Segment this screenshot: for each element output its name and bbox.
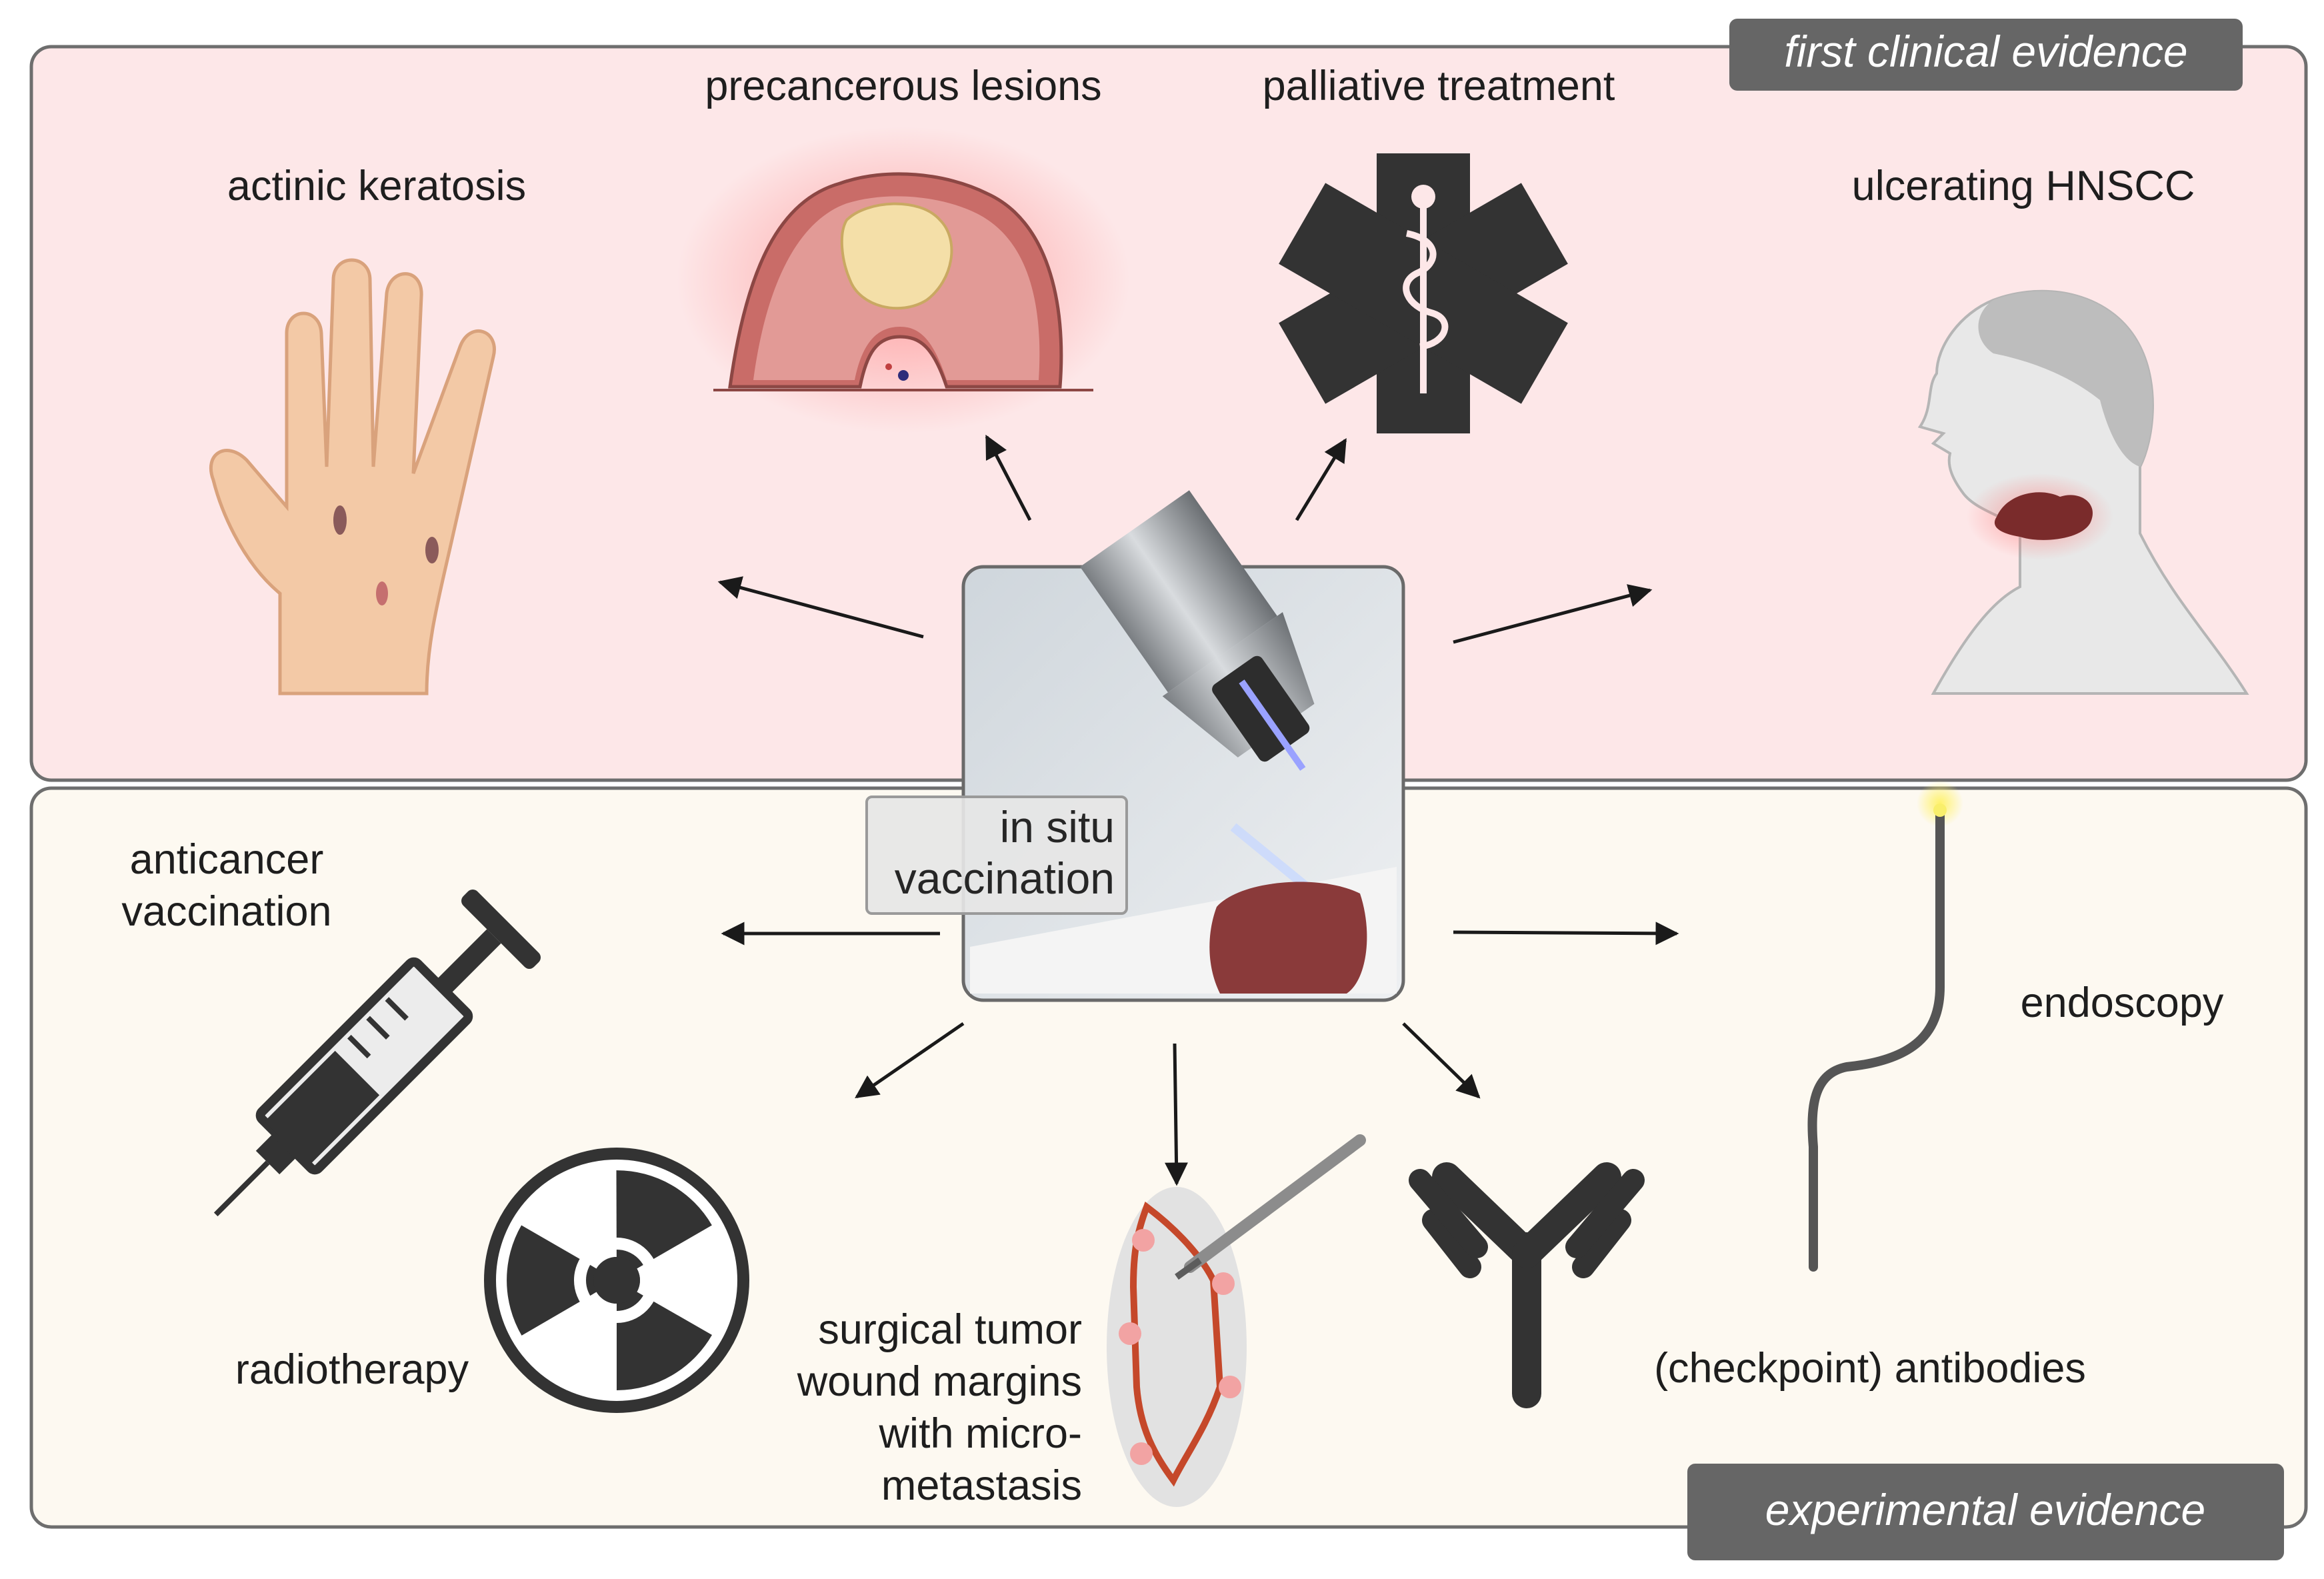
surgical-line4: metastasis <box>881 1462 1082 1509</box>
arrow-precancerous <box>985 434 1032 521</box>
endoscopy-label: endoscopy <box>2021 980 2224 1026</box>
ulcerating-hnscc-label: ulcerating HNSCC <box>1852 163 2195 209</box>
first-clinical-evidence-badge: first clinical evidence <box>1729 19 2243 91</box>
surgical-line1: surgical tumor <box>818 1306 1082 1353</box>
palliative-treatment-label: palliative treatment <box>1263 63 1615 109</box>
syringe-icon <box>213 889 541 1217</box>
anticancer-label: anticancer <box>130 836 324 883</box>
arrow-surgical <box>1165 1043 1189 1186</box>
antibody-icon <box>1409 1162 1645 1408</box>
lesion-icon <box>677 127 1130 433</box>
in-situ-vaccination-box: in situ vaccination <box>865 796 1128 915</box>
endoscope-icon <box>1807 780 1963 1272</box>
arrows <box>717 434 1679 1186</box>
in-situ-label: in situ <box>1000 802 1115 852</box>
surgical-line2: wound margins <box>797 1358 1082 1405</box>
wound-margin-icon <box>1107 1134 1366 1507</box>
arrow-radiotherapy <box>855 1022 965 1099</box>
radiation-icon <box>484 1148 749 1413</box>
experimental-evidence-badge: experimental evidence <box>1687 1464 2284 1560</box>
vaccination-line-label: vaccination <box>121 888 331 935</box>
arrow-hnscc <box>1453 584 1653 644</box>
arrow-palliative <box>1295 438 1347 521</box>
experimental-evidence-label: experimental evidence <box>1765 1485 2205 1534</box>
star-of-life-icon <box>1279 153 1568 433</box>
head-profile-icon <box>1917 289 2249 695</box>
surgical-line3: with micro- <box>878 1410 1082 1457</box>
precancerous-lesions-label: precancerous lesions <box>705 63 1101 109</box>
hand-icon <box>209 258 496 695</box>
antibodies-label: (checkpoint) antibodies <box>1654 1345 2086 1392</box>
vaccination-label: vaccination <box>895 854 1115 903</box>
arrow-endoscopy <box>1453 922 1679 946</box>
arrow-actinic <box>717 576 924 639</box>
radiotherapy-label: radiotherapy <box>235 1346 469 1393</box>
actinic-keratosis-label: actinic keratosis <box>227 163 526 209</box>
first-clinical-evidence-label: first clinical evidence <box>1784 27 2187 76</box>
arrow-antibodies <box>1402 1022 1481 1099</box>
